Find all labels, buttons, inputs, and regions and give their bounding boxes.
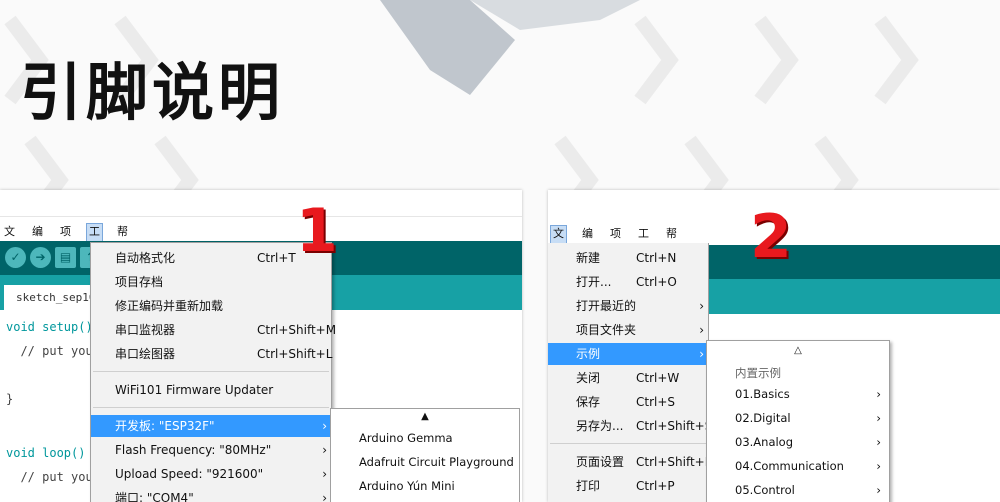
chevron-right-icon: › bbox=[876, 411, 881, 425]
chevron-right-icon: › bbox=[699, 323, 704, 337]
code-line: // put you bbox=[6, 470, 93, 484]
code-line: void setup() bbox=[6, 320, 93, 334]
toolbar bbox=[708, 245, 1000, 279]
example-item-basics[interactable]: 01.Basics› bbox=[735, 387, 881, 401]
examples-submenu: △ 内置示例 01.Basics› 02.Digital› 03.Analog›… bbox=[706, 340, 890, 502]
menu-separator bbox=[93, 371, 329, 372]
menu-item-port[interactable]: 端口: "COM4"› bbox=[91, 487, 331, 502]
menu-separator bbox=[550, 443, 706, 444]
example-item-control[interactable]: 05.Control› bbox=[735, 483, 881, 497]
board-item-adafruit-circuit-playground[interactable]: Adafruit Circuit Playground bbox=[359, 455, 514, 469]
code-line: // put you bbox=[6, 344, 93, 358]
chevron-right-icon: › bbox=[322, 467, 327, 481]
example-item-digital[interactable]: 02.Digital› bbox=[735, 411, 881, 425]
chevron-right-icon: › bbox=[876, 483, 881, 497]
board-item-arduino-gemma[interactable]: Arduino Gemma bbox=[359, 431, 453, 445]
upload-icon[interactable]: ➔ bbox=[30, 247, 51, 268]
chevron-right-icon: › bbox=[699, 347, 704, 361]
board-item-arduino-yun-mini[interactable]: Arduino Yún Mini bbox=[359, 479, 455, 493]
menu-item-fix-encoding[interactable]: 修正编码并重新加载 bbox=[115, 299, 224, 313]
menu-item-sketchbook[interactable]: 项目文件夹› bbox=[548, 319, 708, 341]
examples-section-header: 内置示例 bbox=[735, 366, 781, 380]
code-line: } bbox=[6, 392, 14, 406]
screenshot-tools-menu: 文件 编辑 项目 工具 帮助 ✓ ➔ ▤ ↑ sketch_sep10a voi… bbox=[0, 190, 522, 502]
menu-item-board[interactable]: 开发板: "ESP32F"› bbox=[91, 415, 331, 437]
new-icon[interactable]: ▤ bbox=[55, 247, 76, 268]
menu-separator bbox=[93, 407, 329, 408]
tab-row bbox=[708, 279, 1000, 314]
example-item-communication[interactable]: 04.Communication› bbox=[735, 459, 881, 473]
chevron-right-icon: › bbox=[876, 387, 881, 401]
code-line: void loop() bbox=[6, 446, 86, 460]
step-number-2: 2 bbox=[750, 202, 792, 272]
chevron-right-icon: › bbox=[876, 435, 881, 449]
chevron-right-icon: › bbox=[322, 491, 327, 502]
menu-item-upload-speed[interactable]: Upload Speed: "921600"› bbox=[91, 463, 331, 485]
menu-item-open[interactable]: 打开...Ctrl+O bbox=[576, 275, 677, 289]
chevron-right-icon: › bbox=[699, 299, 704, 313]
menu-item-archive-sketch[interactable]: 项目存档 bbox=[115, 275, 164, 289]
verify-icon[interactable]: ✓ bbox=[5, 247, 26, 268]
board-submenu: ▲ Arduino Gemma Adafruit Circuit Playgro… bbox=[330, 408, 520, 502]
menu-item-flash-frequency[interactable]: Flash Frequency: "80MHz"› bbox=[91, 439, 331, 461]
scroll-up-icon[interactable]: ▲ bbox=[421, 411, 429, 422]
chevron-right-icon: › bbox=[322, 419, 327, 433]
chevron-right-icon: › bbox=[322, 443, 327, 457]
sketch-tab[interactable]: sketch_sep10a bbox=[4, 285, 102, 310]
menu-item-examples[interactable]: 示例› bbox=[548, 343, 708, 365]
scroll-up-icon[interactable]: △ bbox=[794, 345, 802, 356]
menu-item-open-recent[interactable]: 打开最近的› bbox=[548, 295, 708, 317]
menu-item-save-as[interactable]: 另存为...Ctrl+Shift+S bbox=[576, 419, 713, 433]
step-number-1: 1 bbox=[296, 196, 338, 266]
chevron-right-icon: › bbox=[876, 459, 881, 473]
example-item-analog[interactable]: 03.Analog› bbox=[735, 435, 881, 449]
menu-item-wifi101-updater[interactable]: WiFi101 Firmware Updater bbox=[115, 383, 274, 397]
window-titlebar bbox=[0, 190, 522, 217]
page-title: 引脚说明 bbox=[20, 56, 285, 129]
